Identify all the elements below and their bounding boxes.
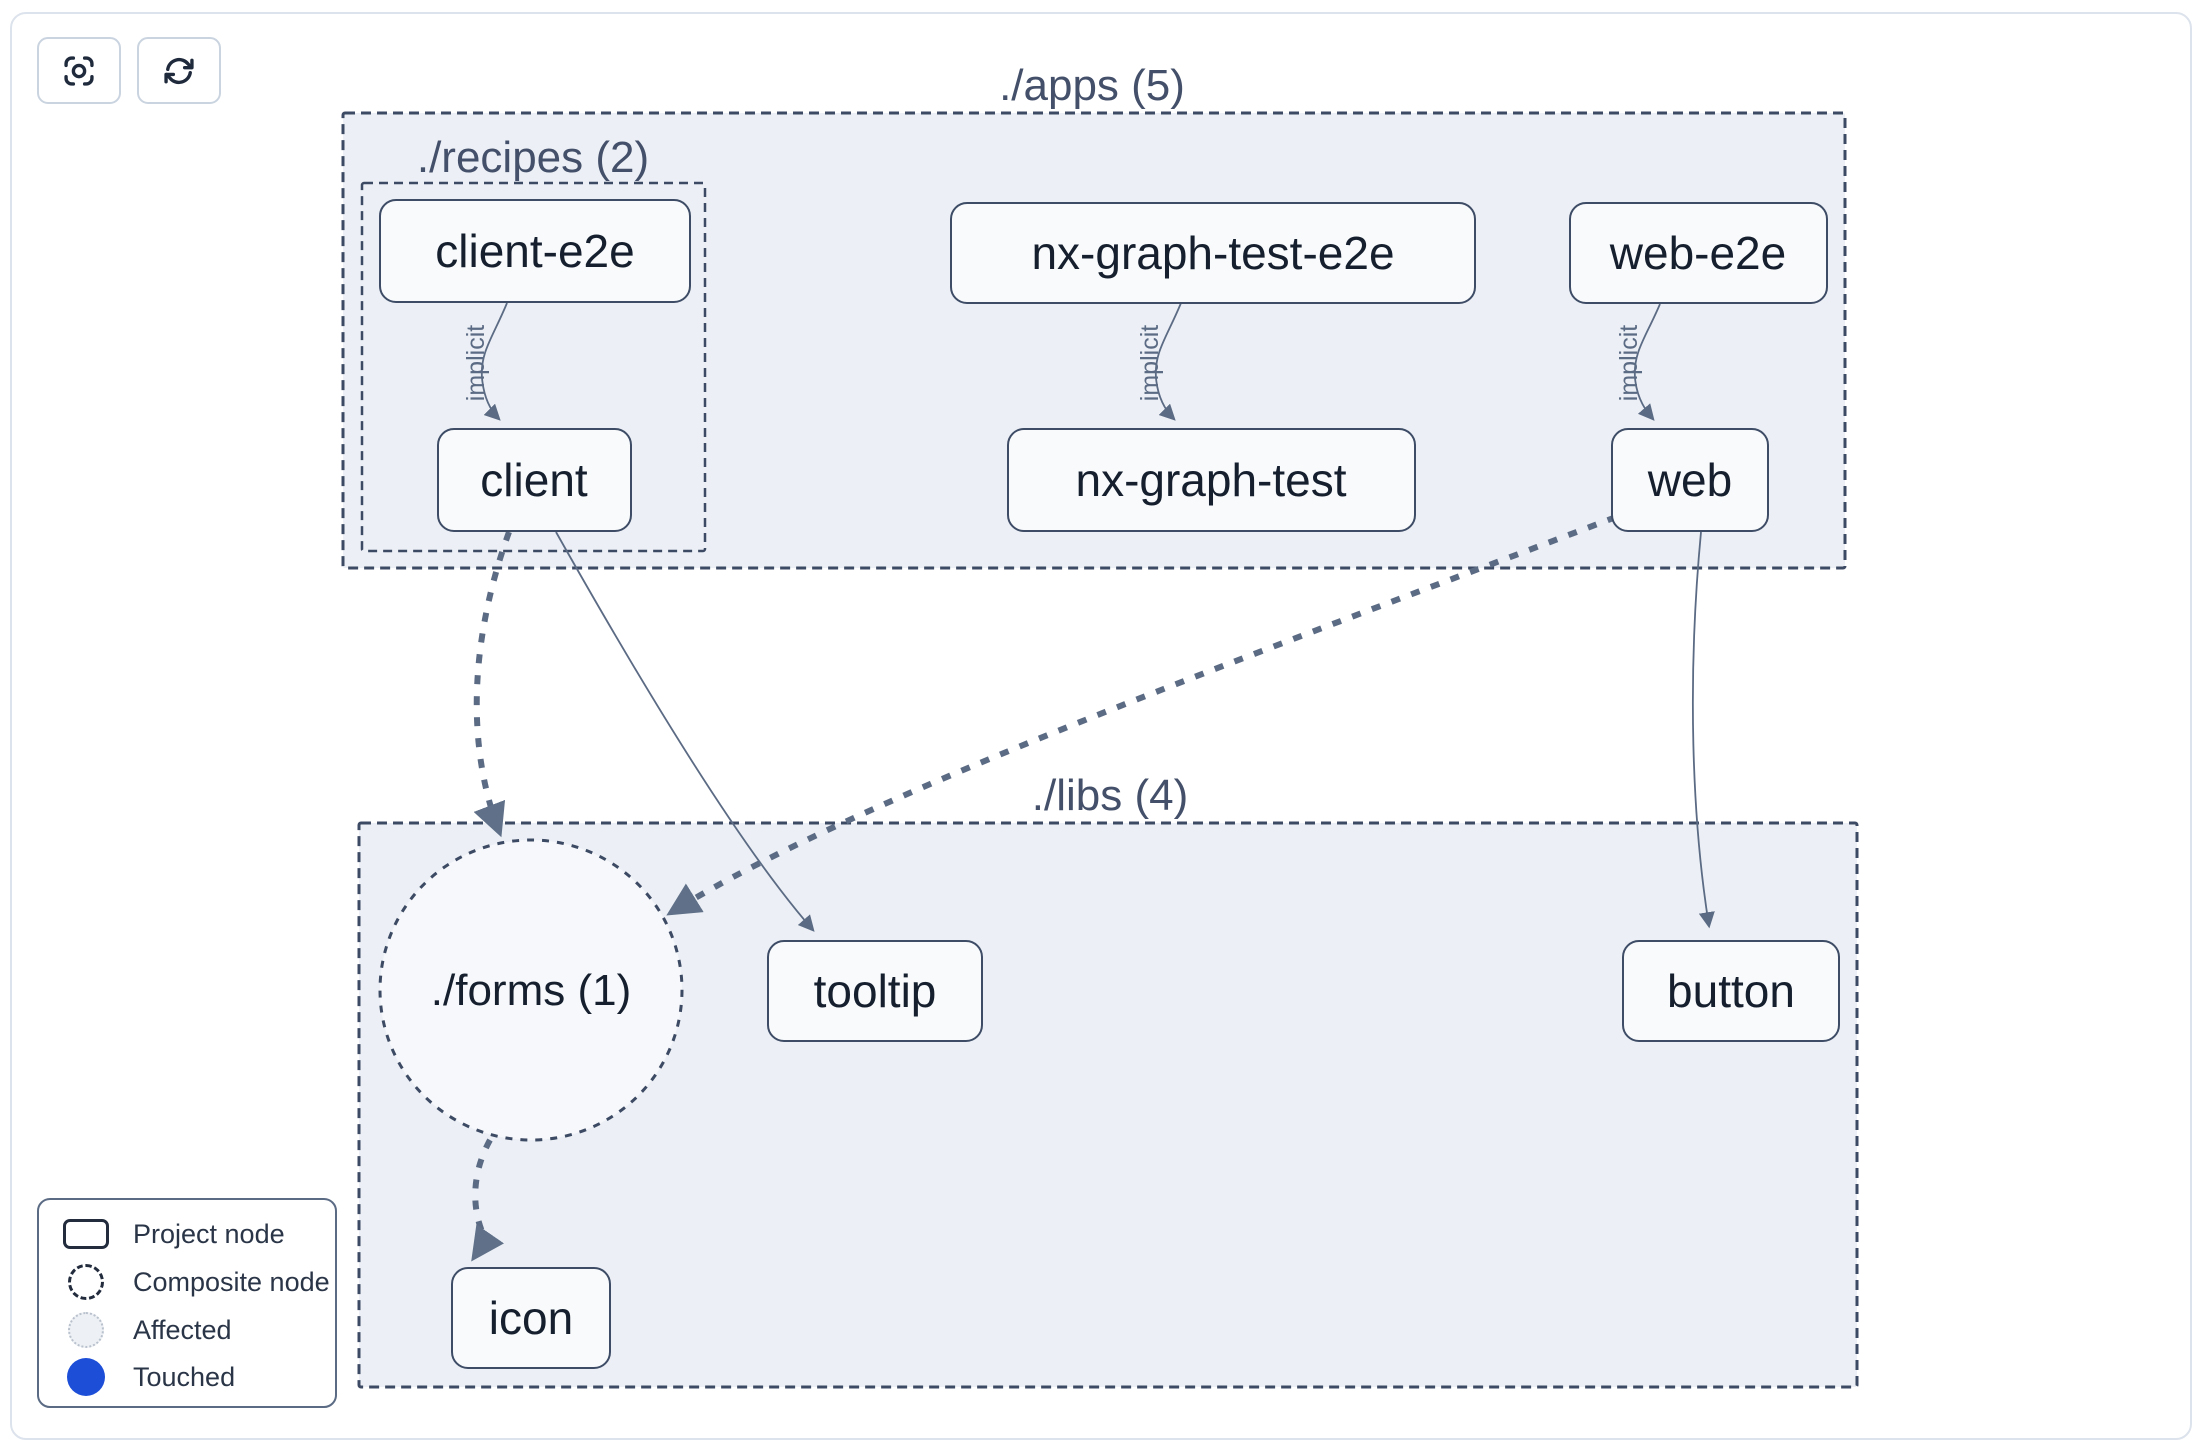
legend-item-affected: Affected [39,1310,335,1350]
node-nx-graph-test-rect[interactable] [1007,428,1416,532]
edge-web-e2e-to-web [1633,303,1661,421]
legend-label: Composite node [133,1266,330,1297]
node-client[interactable]: client [437,428,632,532]
composite-node-forms-label: ./forms (1) [431,966,631,1015]
legend-item-composite-node: Composite node [39,1262,335,1302]
group-apps-label: ./apps (5) [999,61,1185,110]
node-button-rect[interactable] [1622,940,1840,1042]
edge-client-to-forms [473,530,512,838]
group-recipes: ./recipes (2) [360,133,707,553]
node-web-e2e-rect[interactable] [1569,202,1828,304]
edge-client-to-tooltip [555,531,815,932]
node-nx-graph-test-e2e-label: nx-graph-test-e2e [1031,227,1394,279]
refresh-icon [161,53,197,89]
refresh-graph-button[interactable] [137,37,221,104]
focus-icon [61,53,97,89]
node-nx-graph-test[interactable]: nx-graph-test [1007,428,1416,532]
composite-node-forms-circle[interactable] [378,838,684,1142]
node-nx-graph-test-e2e-rect[interactable] [950,202,1476,304]
legend-label: Project node [133,1218,285,1249]
group-libs-label: ./libs (4) [1032,771,1188,820]
legend-item-project-node: Project node [39,1214,335,1254]
edge-web-to-button [1691,531,1715,929]
node-icon-label: icon [489,1292,573,1344]
node-nx-graph-test-e2e[interactable]: nx-graph-test-e2e [950,202,1476,304]
composite-node-forms[interactable]: ./forms (1) [378,838,684,1142]
group-libs: ./libs (4) [357,771,1859,1389]
legend: Project node Composite node Affected Tou… [37,1198,337,1408]
legend-label: Touched [133,1361,236,1392]
composite-node-swatch [68,1264,104,1300]
center-graph-button[interactable] [37,37,121,104]
node-tooltip-rect[interactable] [767,940,983,1042]
node-web-rect[interactable] [1611,428,1769,532]
node-client-e2e[interactable]: client-e2e [379,199,691,303]
node-tooltip[interactable]: tooltip [767,940,983,1042]
graph-toolbar [37,37,221,104]
edge-label-implicit: implicit [1615,325,1643,401]
node-web-e2e-label: web-e2e [1609,227,1786,279]
legend-item-touched: Touched [39,1357,335,1397]
node-icon-rect[interactable] [451,1267,611,1369]
node-icon[interactable]: icon [451,1267,611,1369]
group-recipes-rect [360,181,707,553]
node-button[interactable]: button [1622,940,1840,1042]
edge-label-implicit: implicit [1136,325,1164,401]
edge-label-implicit: implicit [462,325,490,401]
edges-layer: implicit implicit implicit [462,302,1715,1262]
node-client-rect[interactable] [437,428,632,532]
node-button-label: button [1667,965,1795,1017]
node-web-label: web [1647,454,1732,506]
affected-swatch [68,1312,104,1348]
node-tooltip-label: tooltip [814,965,937,1017]
node-nx-graph-test-label: nx-graph-test [1075,454,1346,506]
touched-swatch [67,1358,105,1396]
legend-label: Affected [133,1314,232,1345]
project-node-swatch [63,1219,109,1249]
edge-nx-graph-test-e2e-to-nx-graph-test [1154,302,1182,421]
node-web-e2e[interactable]: web-e2e [1569,202,1828,304]
group-libs-rect [357,821,1859,1389]
node-client-e2e-label: client-e2e [435,225,634,277]
node-client-e2e-rect[interactable] [379,199,691,303]
node-client-label: client [480,454,588,506]
edge-forms-to-icon [471,1138,505,1262]
group-recipes-label: ./recipes (2) [417,133,649,182]
edge-client-e2e-to-client [480,302,508,421]
node-web[interactable]: web [1611,428,1769,532]
